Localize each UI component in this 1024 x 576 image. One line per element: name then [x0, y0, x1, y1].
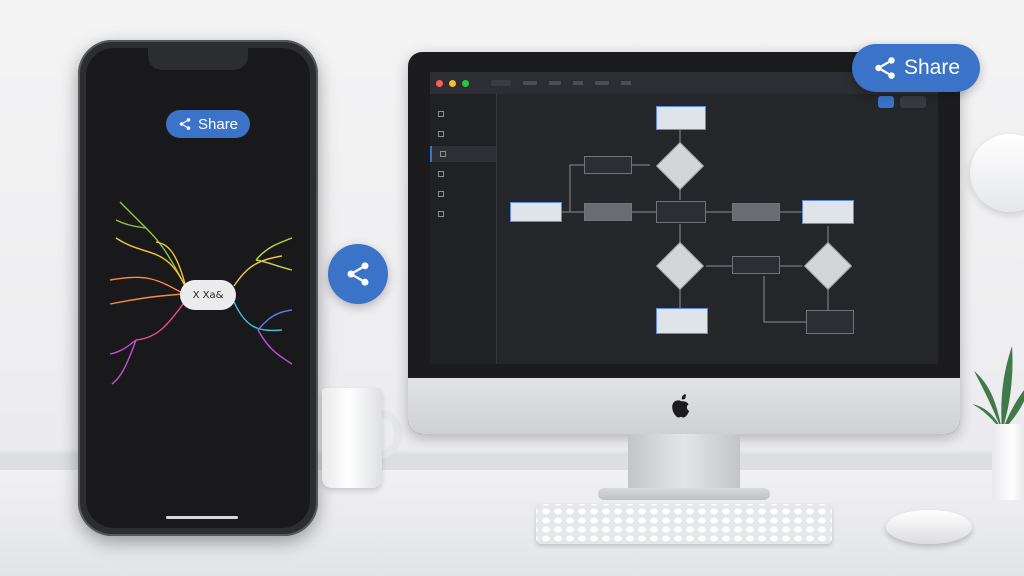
sidebar-item[interactable]	[430, 186, 496, 202]
mug-handle	[372, 410, 402, 458]
menu-item[interactable]	[573, 81, 583, 85]
flowchart-node[interactable]	[656, 106, 706, 130]
share-icon	[438, 171, 444, 177]
phone-screen: Share X Xa&	[86, 48, 310, 528]
flowchart-node[interactable]	[584, 203, 632, 221]
sidebar-item[interactable]	[430, 126, 496, 142]
mindmap-center-node[interactable]: X Xa&	[180, 280, 236, 310]
sidebar-item[interactable]	[430, 106, 496, 122]
keyboard	[536, 504, 832, 544]
smartphone: Share X Xa&	[78, 40, 318, 536]
phone-notch	[148, 48, 248, 70]
plant-pot	[992, 424, 1024, 500]
flowchart-node[interactable]	[656, 308, 708, 334]
doc-icon	[438, 111, 444, 117]
menu-item[interactable]	[621, 81, 631, 85]
share-icon	[179, 118, 191, 130]
template-icon	[438, 191, 444, 197]
share-icon	[875, 57, 895, 79]
flowchart-app-window	[430, 72, 938, 364]
coffee-mug	[322, 388, 382, 488]
share-icon	[347, 262, 369, 286]
menu-item[interactable]	[595, 81, 609, 85]
share-label: Share	[198, 115, 239, 133]
menu-item[interactable]	[549, 81, 561, 85]
flowchart-node[interactable]	[732, 203, 780, 221]
apple-logo-icon	[672, 394, 690, 418]
toolbar-button[interactable]	[900, 96, 926, 108]
flowchart-node[interactable]	[656, 201, 706, 223]
folder-icon	[438, 131, 444, 137]
sidebar-item-active[interactable]	[430, 146, 496, 162]
minimize-window-button[interactable]	[449, 79, 456, 87]
desktop-share-button[interactable]: Share	[852, 44, 981, 92]
menu-tab-active[interactable]	[491, 80, 511, 86]
settings-icon	[438, 211, 444, 217]
flowchart-node[interactable]	[510, 202, 562, 222]
close-window-button[interactable]	[436, 79, 443, 87]
sidebar-item[interactable]	[430, 166, 496, 182]
monitor-stand	[628, 434, 740, 492]
zoom-window-button[interactable]	[462, 79, 469, 87]
mindmap-branches	[109, 201, 293, 385]
flowchart-node[interactable]	[584, 156, 632, 174]
flowchart-node[interactable]	[802, 200, 854, 224]
share-label: Share	[904, 56, 961, 79]
flowchart-node[interactable]	[806, 310, 854, 334]
mouse	[886, 510, 972, 544]
sidebar-item[interactable]	[430, 206, 496, 222]
chart-icon	[440, 151, 446, 157]
home-indicator[interactable]	[166, 516, 238, 519]
toolbar-button-active[interactable]	[878, 96, 894, 108]
share-circle-button[interactable]	[328, 244, 388, 304]
flowchart-node[interactable]	[732, 256, 780, 274]
plant-leaves	[972, 346, 1024, 431]
app-sidebar	[430, 94, 497, 364]
monitor-stand-base	[598, 488, 770, 500]
app-titlebar	[430, 72, 938, 94]
phone-share-button[interactable]: Share	[166, 110, 251, 138]
menu-item[interactable]	[523, 81, 537, 85]
